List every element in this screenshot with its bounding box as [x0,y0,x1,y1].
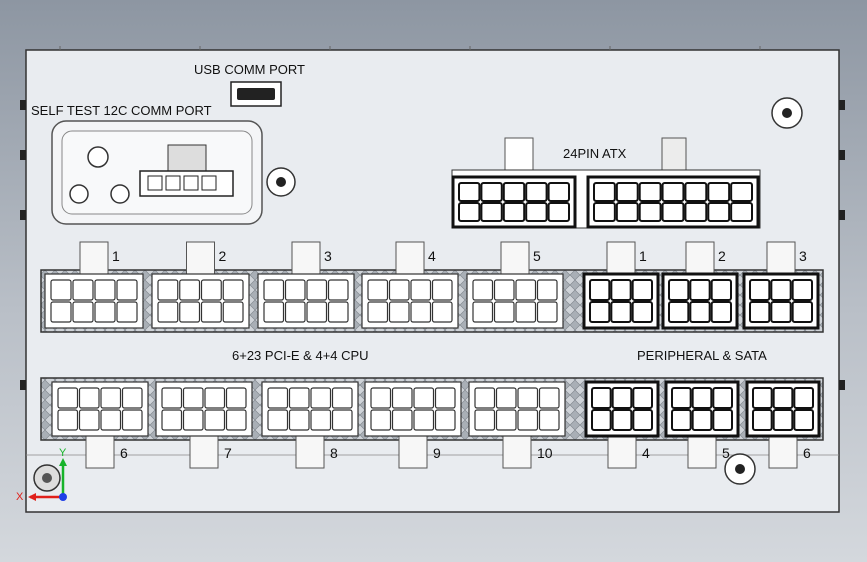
top-connector [466,273,564,329]
bottom-connector-number: 4 [642,445,650,461]
top-latch [291,241,321,275]
bottom-connector [155,381,253,437]
top-latch [606,241,636,275]
bottom-connector-number: 8 [330,445,338,461]
top-connector [582,272,660,330]
bottom-connector [261,381,359,437]
bottom-latch [687,435,717,469]
atx-block-right [586,175,760,229]
top-connector [361,273,459,329]
top-latch [395,241,425,275]
axis-x-label: X [16,491,24,503]
bottom-connector-number: 5 [722,445,730,461]
usb-comm-port-label: USB COMM PORT [194,62,305,77]
bottom-latch [607,435,637,469]
top-connector-number: 1 [639,248,647,264]
top-connector-number: 3 [324,248,332,264]
top-latch [186,241,215,275]
peripheral-sata-label: PERIPHERAL & SATA [637,348,767,363]
top-connector [661,272,739,330]
self-test-port [51,120,263,225]
atx-24pin-connector [451,137,761,229]
top-latch [500,241,530,275]
mounting-screw-bottom-right [724,453,756,485]
top-latch [685,241,715,275]
bottom-connector-row: 6 7 8 9 10 4 5 6 [51,380,821,469]
top-connector-row: 1 2 3 4 5 1 2 3 [44,241,820,330]
top-latch [79,241,109,275]
usb-port [230,81,282,107]
bottom-connector [364,381,462,437]
top-connector-number: 1 [112,248,120,264]
top-connector [742,272,820,330]
top-connector-number: 4 [428,248,436,264]
bottom-connector [584,380,660,438]
axis-y-label: Y [59,447,67,459]
bottom-latch [295,435,325,469]
top-connector [151,273,250,329]
top-connector-number: 3 [799,248,807,264]
bottom-latch [85,435,115,469]
bottom-latch [502,435,532,469]
atx-24pin-label: 24PIN ATX [563,146,627,161]
top-connector-number: 2 [219,248,227,264]
pcie-cpu-label: 6+23 PCI-E & 4+4 CPU [232,348,369,363]
bottom-connector [468,381,566,437]
bottom-connector-number: 7 [224,445,232,461]
top-connector-number: 2 [718,248,726,264]
top-connector-number: 5 [533,248,541,264]
top-latch [766,241,796,275]
bottom-connector-number: 10 [537,445,553,461]
mounting-screw-top-right [771,97,803,129]
bottom-connector-number: 9 [433,445,441,461]
top-connector [257,273,355,329]
bottom-latch [189,435,219,469]
self-test-port-label: SELF TEST 12C COMM PORT [31,103,212,118]
mounting-screw-bottom-left [33,464,61,492]
bottom-connector [51,381,149,437]
bottom-connector [664,380,740,438]
bottom-latch [398,435,428,469]
atx-block-left [451,175,577,229]
bottom-latch [768,435,798,469]
axis-triad: X Y [16,447,67,503]
top-connector [44,273,144,329]
bottom-connector-number: 6 [803,445,811,461]
bottom-connector-number: 6 [120,445,128,461]
mounting-screw-left [266,167,296,197]
bottom-connector [745,380,821,438]
